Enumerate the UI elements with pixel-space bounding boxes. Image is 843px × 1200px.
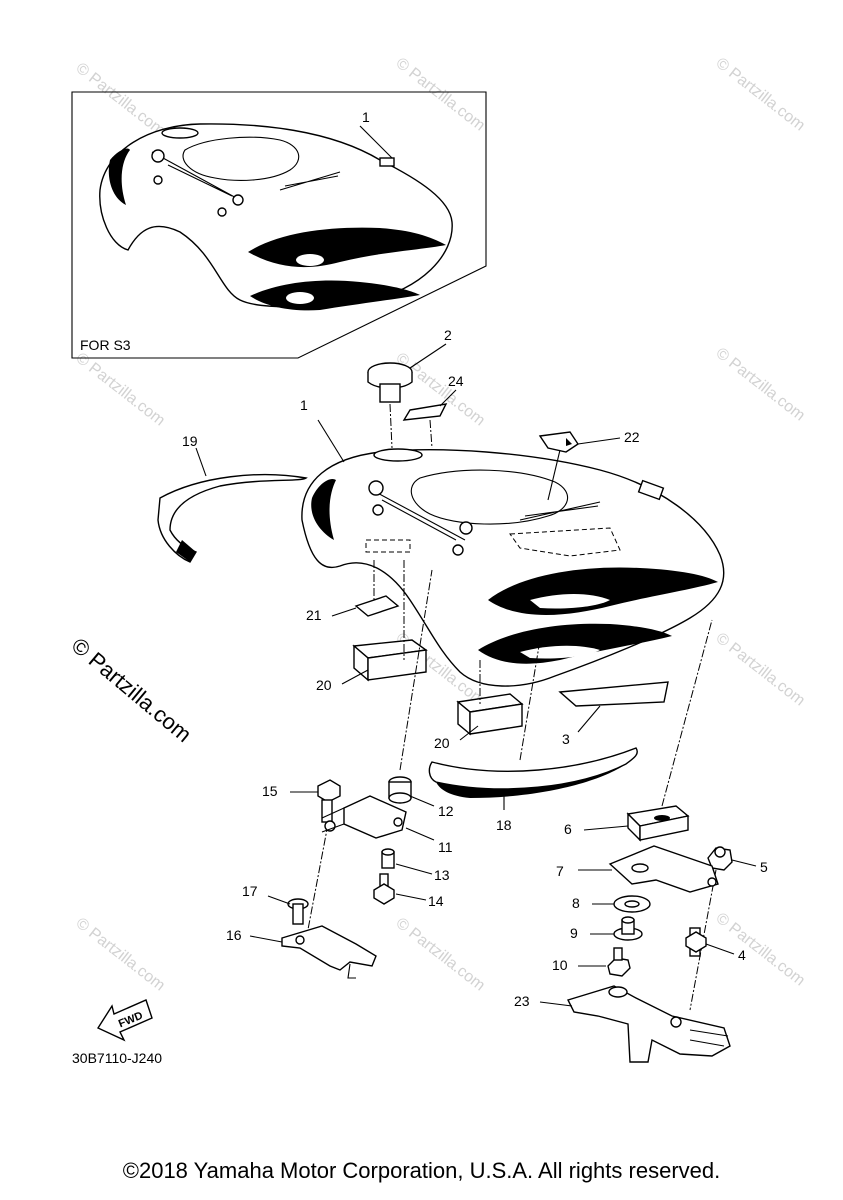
watermark-text: © Partzilla.com [713,345,808,425]
inset-s3: FOR S3 1 [71,91,487,359]
emblem-22 [538,431,579,453]
callout-22: 22 [624,429,640,445]
bolt-15 [305,779,341,941]
callout-20a: 20 [316,677,332,693]
watermark-text: © Partzilla.com [73,350,168,430]
watermark-main: © Partzilla.com [67,633,197,747]
leader-line [439,389,457,407]
leader-line [539,1001,573,1007]
washer-8 [613,895,651,913]
leader-line [577,705,601,733]
bolt-4 [685,927,707,957]
callout-16: 16 [226,927,242,943]
damper-20b [456,660,524,736]
callout-21: 21 [306,607,322,623]
leader-line [249,935,283,943]
callout-9: 9 [570,925,578,941]
diagram-code: 30B7110-J240 [72,1050,162,1066]
callout-6: 6 [564,821,572,837]
callout-8: 8 [572,895,580,911]
fuel-tank [301,448,725,687]
leader-line [459,725,479,741]
leader-line [409,343,447,369]
callout-10: 10 [552,957,568,973]
watermark-text: © Partzilla.com [73,60,168,140]
leader-line [267,895,291,905]
watermark-text: © Partzilla.com [713,55,808,135]
callout-14: 14 [428,893,444,909]
callout-20b: 20 [434,735,450,751]
leader-line [409,795,435,807]
grommet-12 [388,569,433,804]
callout-13: 13 [434,867,450,883]
watermark-text: © Partzilla.com [393,55,488,135]
leader-line [583,825,629,831]
damper-6 [626,619,713,842]
bolt-14 [373,873,395,905]
bracket-11 [321,795,407,839]
leader-line [331,607,357,617]
leader-line [359,125,393,159]
bracket-7 [608,845,719,893]
callout-24: 24 [448,373,464,389]
fuel-cap [367,362,413,449]
watermark-text: © Partzilla.com [393,915,488,995]
pad-3 [558,681,669,707]
leader-line [395,863,433,875]
leader-line [395,893,427,901]
leader-line [731,859,757,867]
watermark-text: © Partzilla.com [713,910,808,990]
watermark-text: © Partzilla.com [73,915,168,995]
leader-line [317,419,345,463]
watermark-text: © Partzilla.com [713,630,808,710]
inset-label: FOR S3 [80,337,131,353]
bolt-10 [607,947,631,977]
bracket-23 [567,985,731,1063]
label-24 [402,403,448,449]
bracket-16 [281,925,377,979]
damper-20a [352,560,428,682]
callout-1: 1 [300,397,308,413]
callout-17: 17 [242,883,258,899]
fwd-arrow-icon: FWD [96,999,153,1042]
callout-23: 23 [514,993,530,1009]
leader-line [547,449,561,501]
callout-5: 5 [760,859,768,875]
callout-18: 18 [496,817,512,833]
leader-line [341,669,369,685]
callout-2: 2 [444,327,452,343]
callout-1-inset: 1 [362,109,370,125]
leader-line [705,943,735,955]
callout-4: 4 [738,947,746,963]
leader-line [405,827,435,841]
callout-11: 11 [438,839,453,855]
trim-19 [157,473,308,563]
leader-line [577,437,621,445]
copyright-text: ©2018 Yamaha Motor Corporation, U.S.A. A… [122,1158,721,1183]
callout-12: 12 [438,803,454,819]
bolt-17 [287,898,309,925]
pad-21 [354,560,400,617]
inset-fuel-tank [99,123,453,311]
callout-7: 7 [556,863,564,879]
callout-19: 19 [182,433,198,449]
leader-line [195,447,207,477]
callout-3: 3 [562,731,570,747]
trim-18 [428,639,638,798]
inset-frame [71,91,487,359]
callout-15: 15 [262,783,278,799]
collar-9 [613,916,643,941]
collar-13 [381,848,395,869]
